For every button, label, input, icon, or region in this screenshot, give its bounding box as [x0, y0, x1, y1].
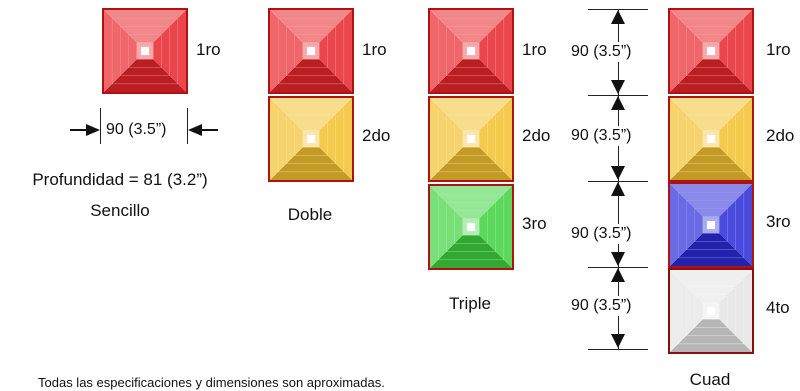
dim-arrow-down-3: [611, 252, 625, 266]
quad-position-label-3: 3ro: [766, 212, 791, 231]
double-caption: Doble: [287, 205, 333, 224]
single-caption: Sencillo: [90, 201, 150, 220]
dim-ext-line-4: [588, 349, 648, 350]
dim-arrow-up-2: [611, 96, 625, 110]
triple-caption: Triple: [449, 294, 491, 313]
single-position-label: 1ro: [196, 40, 221, 59]
triple-position-label-2: 2do: [522, 126, 551, 145]
width-arrow-left-shaft: [70, 129, 92, 131]
lens-face-graphic: [270, 10, 352, 92]
quad-yellow-lens: [668, 96, 754, 182]
quad-dim-label-4: 90 (3.5”): [570, 296, 633, 316]
lens-face-graphic: [670, 270, 752, 352]
dim-arrow-up-1: [611, 10, 625, 24]
triple-red-lens: [428, 8, 514, 94]
lens-face-graphic: [104, 10, 186, 92]
double-red-lens: [268, 8, 354, 94]
lens-face-graphic: [670, 184, 752, 266]
dim-arrow-up-4: [611, 268, 625, 282]
quad-blue-lens: [668, 182, 754, 268]
double-position-label-1: 1ro: [362, 40, 387, 59]
triple-position-label-1: 1ro: [522, 40, 547, 59]
lens-face-graphic: [670, 98, 752, 180]
width-extension-right: [187, 108, 188, 144]
quad-dim-label-2: 90 (3.5”): [570, 126, 633, 146]
lens-face-graphic: [670, 10, 752, 92]
quad-red-lens: [668, 8, 754, 94]
triple-position-label-3: 3ro: [522, 214, 547, 233]
depth-label: Profundidad = 81 (3.2”): [32, 170, 208, 189]
dim-arrow-down-1: [611, 80, 625, 94]
width-arrow-right-shaft: [196, 129, 218, 131]
single-width-label: 90 (3.5”): [106, 121, 167, 138]
double-yellow-lens: [268, 96, 354, 182]
quad-white-lens: [668, 268, 754, 354]
dim-arrow-up-3: [611, 182, 625, 196]
width-arrow-left-head: [86, 124, 100, 136]
dim-arrow-down-2: [611, 166, 625, 180]
lens-face-graphic: [430, 10, 512, 92]
footnote: Todas las especificaciones y dimensiones…: [38, 375, 385, 390]
quad-position-label-4: 4to: [766, 298, 790, 317]
lens-face-graphic: [430, 186, 512, 268]
lens-face-graphic: [270, 98, 352, 180]
width-arrow-right-head: [188, 124, 202, 136]
quad-position-label-2: 2do: [766, 126, 795, 145]
width-extension-left: [100, 108, 101, 144]
quad-position-label-1: 1ro: [766, 40, 791, 59]
quad-dim-label-3: 90 (3.5”): [570, 224, 633, 244]
dim-arrow-down-4: [611, 334, 625, 348]
quad-caption: Cuad: [689, 370, 731, 389]
lens-face-graphic: [430, 98, 512, 180]
double-position-label-2: 2do: [362, 126, 391, 145]
quad-dim-label-1: 90 (3.5”): [570, 42, 633, 62]
single-red-lens: [102, 8, 188, 94]
triple-green-lens: [428, 184, 514, 270]
triple-yellow-lens: [428, 96, 514, 182]
